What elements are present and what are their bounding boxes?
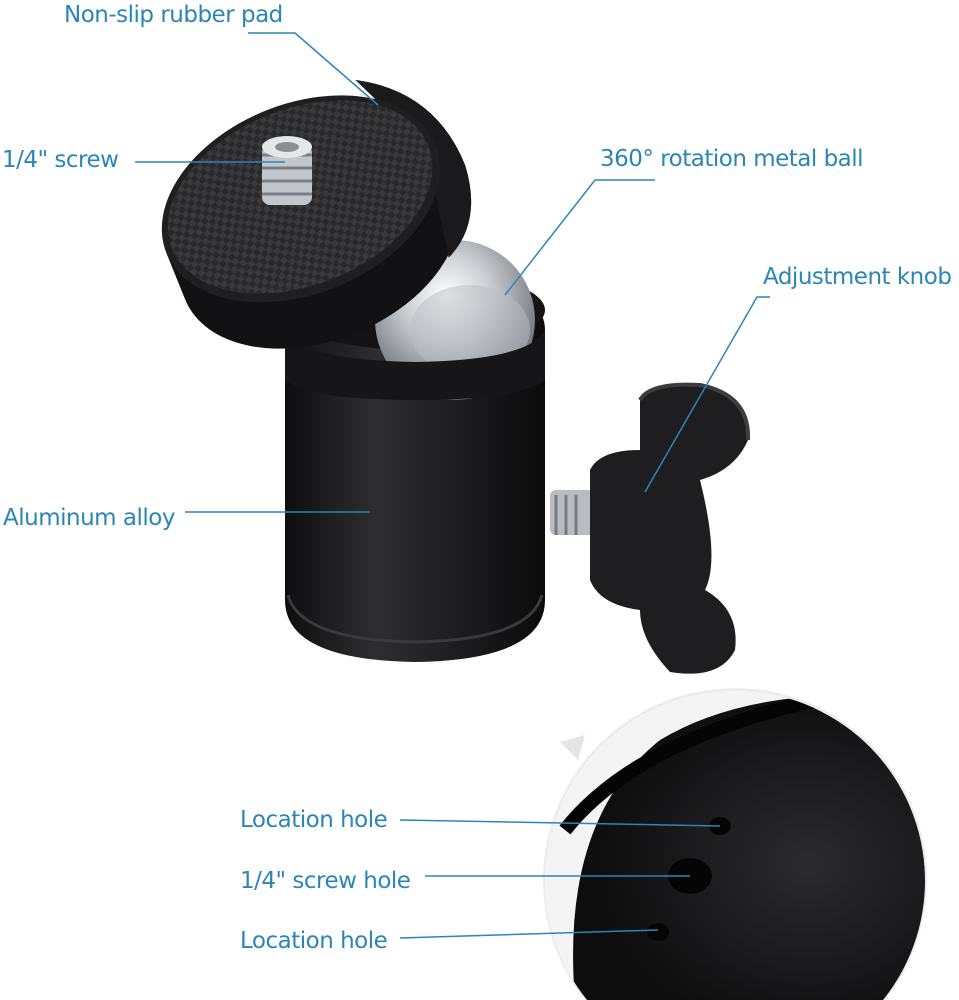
leader-knob bbox=[644, 296, 770, 493]
leader-lines bbox=[135, 32, 770, 939]
label-knob: Adjustment knob bbox=[763, 264, 952, 290]
label-rubber-pad: Non-slip rubber pad bbox=[64, 2, 283, 28]
magnified-base-view bbox=[543, 688, 927, 1000]
leader-location-top bbox=[399, 819, 721, 827]
label-location-hole-top: Location hole bbox=[240, 807, 388, 833]
leader-location-bottom bbox=[399, 929, 659, 939]
leader-ball bbox=[504, 179, 655, 296]
leader-rubber-pad bbox=[248, 32, 379, 106]
location-hole-bottom bbox=[647, 923, 669, 941]
label-location-hole-bottom: Location hole bbox=[240, 928, 388, 954]
label-screw: 1/4" screw bbox=[2, 147, 119, 173]
rubber-pad-plate bbox=[161, 79, 472, 349]
label-alloy: Aluminum alloy bbox=[3, 505, 175, 531]
adjustment-knob bbox=[550, 382, 751, 674]
quarter-inch-screw bbox=[262, 136, 312, 205]
label-ball: 360° rotation metal ball bbox=[600, 146, 864, 172]
label-screw-hole: 1/4" screw hole bbox=[240, 868, 411, 894]
